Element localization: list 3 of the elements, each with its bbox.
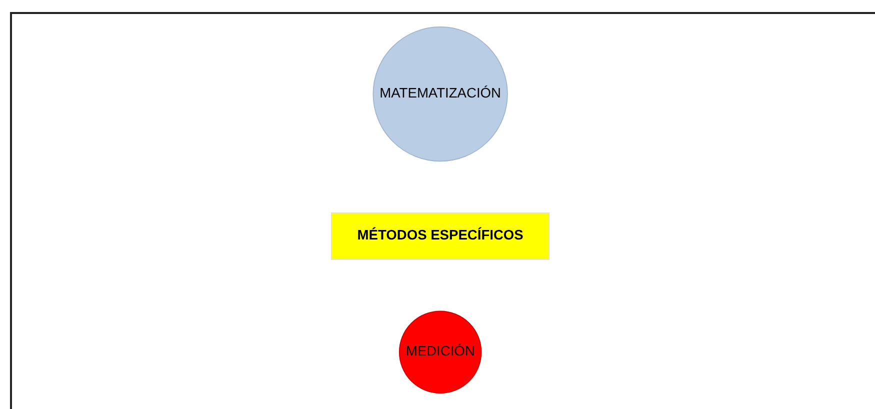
node-box: MÉTODOS ESPECÍFICOS (330, 212, 550, 260)
node-circle: MATEMATIZACIÓN (372, 26, 508, 162)
node-circle: MEDICIÓN (398, 310, 482, 394)
